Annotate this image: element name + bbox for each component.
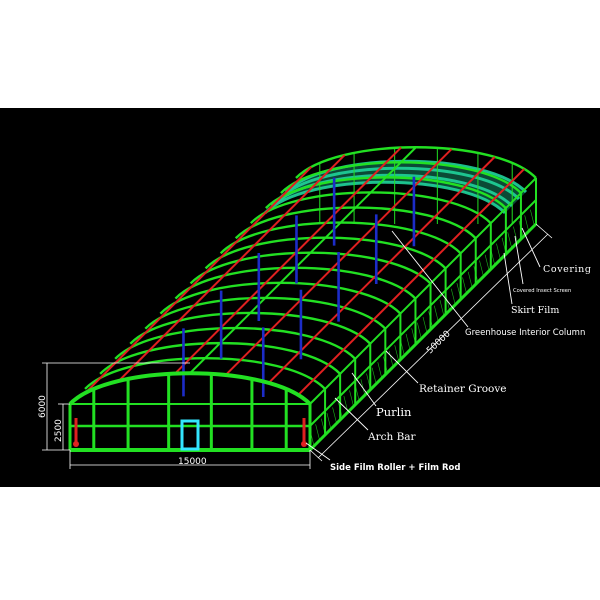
- skirt-hatch: [422, 316, 428, 334]
- skirt-hatch: [349, 390, 354, 407]
- leader-insect-screen: [514, 235, 524, 285]
- skirt-hatch: [400, 339, 405, 356]
- skirt-hatch: [507, 232, 513, 249]
- skirt-hatch: [417, 322, 422, 339]
- leader-retainer-groove: [385, 350, 419, 384]
- purlin-line: [174, 146, 402, 375]
- skirt-hatch: [456, 283, 462, 300]
- skirt-hatch: [524, 215, 529, 232]
- ridge-line: [189, 146, 417, 374]
- front-arch: [68, 371, 312, 406]
- side-rail: [308, 222, 538, 452]
- skirt-hatch: [445, 294, 450, 311]
- side-rail: [309, 199, 537, 427]
- purlin-line: [118, 154, 346, 382]
- greenhouse-diagram: Covering Covered Insect Screen Skirt Fil…: [38, 146, 592, 473]
- purlin-line: [268, 156, 496, 384]
- skirt-hatch: [405, 333, 411, 351]
- skirt-hatch: [337, 401, 343, 418]
- dim-length-label: 50000: [425, 329, 453, 356]
- dim-width-label: 15000: [178, 457, 207, 467]
- side-wall: [308, 177, 538, 452]
- skirt-hatch: [371, 367, 377, 384]
- interior-columns: [182, 176, 416, 397]
- skirt-hatch: [439, 299, 445, 317]
- front-gable-end: [68, 371, 312, 452]
- skirt-hatch: [501, 237, 507, 254]
- skirt-hatch: [434, 305, 439, 322]
- purlin-line: [297, 168, 525, 396]
- skirt-hatch: [462, 277, 467, 294]
- leader-side-roller: [305, 442, 331, 461]
- covering-fill: [265, 161, 526, 213]
- roller-knob-right: [301, 441, 307, 447]
- skirt-hatch: [354, 384, 360, 401]
- leader-arch-bar: [334, 397, 369, 431]
- skirt-hatch: [490, 249, 496, 266]
- skirt-hatch: [428, 311, 433, 328]
- dim-length-tick-back: [535, 223, 553, 239]
- skirt-hatch: [388, 350, 394, 367]
- skirt-hatch: [450, 288, 456, 305]
- leader-skirt-film: [503, 252, 513, 305]
- skirt-hatch: [411, 328, 416, 345]
- leader-purlin: [351, 372, 377, 407]
- far-end-frame: [319, 147, 513, 224]
- door: [180, 419, 200, 451]
- skirt-hatch: [383, 356, 388, 373]
- skirt-hatch: [366, 373, 371, 390]
- drawing-panel: Covering Covered Insect Screen Skirt Fil…: [0, 108, 600, 487]
- purlin-line: [84, 166, 313, 394]
- covering-band: [277, 166, 521, 201]
- skirt-hatch: [360, 379, 366, 396]
- label-purlin: Purlin: [376, 405, 412, 419]
- skirt-hatch: [513, 226, 518, 243]
- leader-covering: [521, 227, 541, 268]
- skirt-hatch: [479, 260, 484, 277]
- label-skirt-film: Skirt Film: [511, 305, 559, 316]
- label-interior-column: Greenhouse Interior Column: [465, 328, 585, 338]
- label-side-roller: Side Film Roller + Film Rod: [330, 463, 460, 473]
- front-posts: [68, 373, 312, 450]
- leader-interior-column: [391, 230, 469, 328]
- skirt-hatch: [315, 424, 320, 441]
- side-rail: [309, 177, 537, 405]
- skirt-hatch: [496, 243, 501, 260]
- skirt-hatch: [467, 271, 473, 288]
- skirt-hatch: [530, 209, 535, 226]
- dim-total-height-label: 6000: [38, 395, 48, 418]
- roller-knob-left: [73, 441, 79, 447]
- skirt-hatch: [394, 345, 400, 362]
- covering-band: [263, 180, 507, 215]
- skirt-hatch: [473, 266, 479, 283]
- skirt-hatch: [332, 407, 337, 424]
- dim-length-line: [317, 233, 549, 459]
- skirt-hatch: [518, 220, 524, 238]
- dim-length-tick-front: [309, 449, 323, 462]
- label-covering: Covering: [543, 264, 592, 275]
- dim-side-height-label: 2500: [54, 419, 64, 442]
- skirt-hatch: [326, 412, 332, 430]
- skirt-hatch: [484, 254, 490, 271]
- skirt-hatch: [377, 362, 383, 379]
- skirt-hatch: [321, 418, 326, 435]
- leader-lines: [305, 227, 541, 461]
- label-insect-screen: Covered Insect Screen: [513, 288, 571, 294]
- label-arch-bar: Arch Bar: [367, 431, 417, 443]
- dimension-lines: [42, 223, 553, 469]
- label-retainer-groove: Retainer Groove: [419, 383, 507, 395]
